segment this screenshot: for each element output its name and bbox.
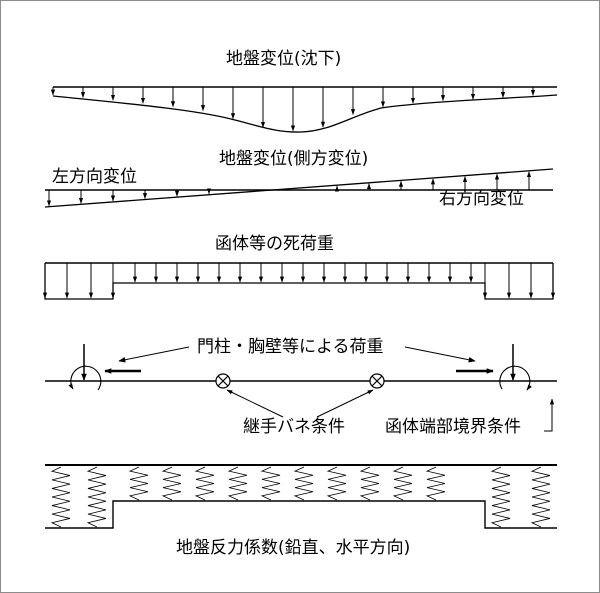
subgrade-springs <box>45 464 557 529</box>
spring <box>161 466 182 501</box>
spring <box>260 466 281 501</box>
spring <box>326 466 347 501</box>
gate-load-leader-left <box>118 346 190 363</box>
gate-load-leader-right <box>404 346 476 363</box>
joint-spring-right <box>369 373 385 389</box>
lateral-label: 地盤変位(側方変位) <box>219 149 368 169</box>
settlement-diagram <box>50 86 558 133</box>
right-displacement-label: 右方向変位 <box>439 189 524 209</box>
joint-spring-label: 継手バネ条件 <box>243 417 345 437</box>
subgrade-bottom-line <box>45 500 557 529</box>
spring <box>490 466 511 528</box>
spring <box>86 466 107 528</box>
spring <box>425 466 446 501</box>
joint-leader-right <box>316 389 374 418</box>
left-displacement-label: 左方向変位 <box>52 167 137 187</box>
spring <box>530 466 551 528</box>
gate-load-label: 門柱・胸壁等による荷重 <box>197 337 384 357</box>
dead-load-label: 函体等の死荷重 <box>215 234 334 254</box>
dead-load-diagram <box>42 262 556 300</box>
end-boundary-leader <box>544 398 555 432</box>
left-moment-arrow <box>68 365 102 391</box>
right-moment-arrow <box>499 365 532 391</box>
settlement-label: 地盤変位(沈下) <box>226 49 341 69</box>
spring <box>50 466 71 528</box>
joint-spring-left <box>215 373 231 389</box>
spring <box>227 466 248 501</box>
spring <box>392 466 413 501</box>
spring <box>194 466 215 501</box>
subgrade-label: 地盤反力係数(鉛直、水平方向) <box>176 538 410 558</box>
end-boundary-label: 函体端部境界条件 <box>385 417 521 437</box>
spring <box>359 466 380 501</box>
lateral-diagram <box>44 168 554 208</box>
spring <box>128 466 149 501</box>
joint-leader-left <box>226 389 284 418</box>
model-diagram <box>45 344 557 432</box>
spring <box>293 466 314 501</box>
